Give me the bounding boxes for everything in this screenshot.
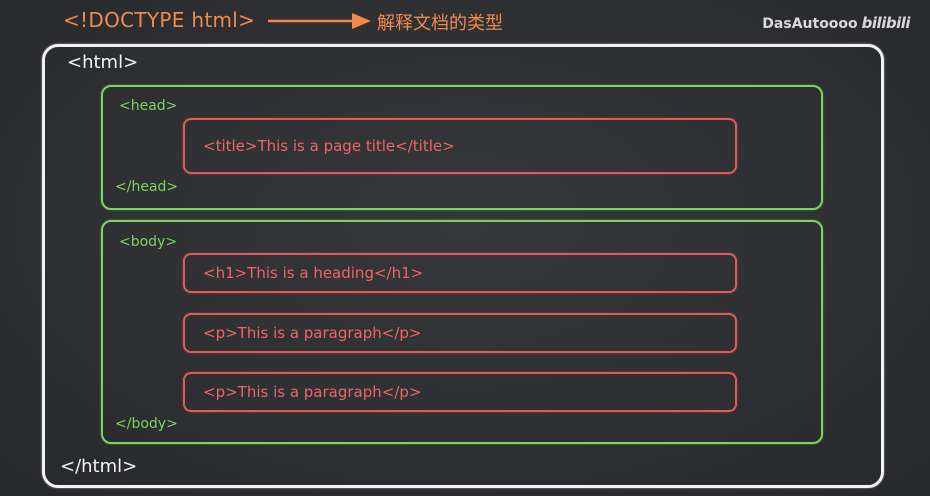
body-element-box [101, 220, 823, 444]
html-close-tag: </html> [60, 456, 138, 477]
head-close-tag: </head> [115, 179, 179, 195]
arrow-right-icon [268, 13, 371, 29]
watermark-brand: bilibili [861, 14, 911, 32]
watermark-user: DasAutoooo [762, 16, 858, 32]
body-close-tag: </body> [115, 416, 178, 432]
h1-element-box: <h1>This is a heading</h1> [183, 253, 737, 293]
p-element-box-2: <p>This is a paragraph</p> [183, 372, 737, 412]
body-open-tag: <body> [119, 234, 178, 250]
head-element-box [101, 85, 823, 210]
doctype-annotation: 解释文档的类型 [377, 13, 503, 34]
head-open-tag: <head> [119, 98, 178, 114]
p-element-box-1: <p>This is a paragraph</p> [183, 313, 737, 353]
html-element-box [42, 44, 884, 488]
doctype-declaration: <!DOCTYPE html> [63, 8, 256, 32]
title-element-box: <title>This is a page title</title> [183, 118, 737, 174]
html-open-tag: <html> [67, 52, 139, 73]
